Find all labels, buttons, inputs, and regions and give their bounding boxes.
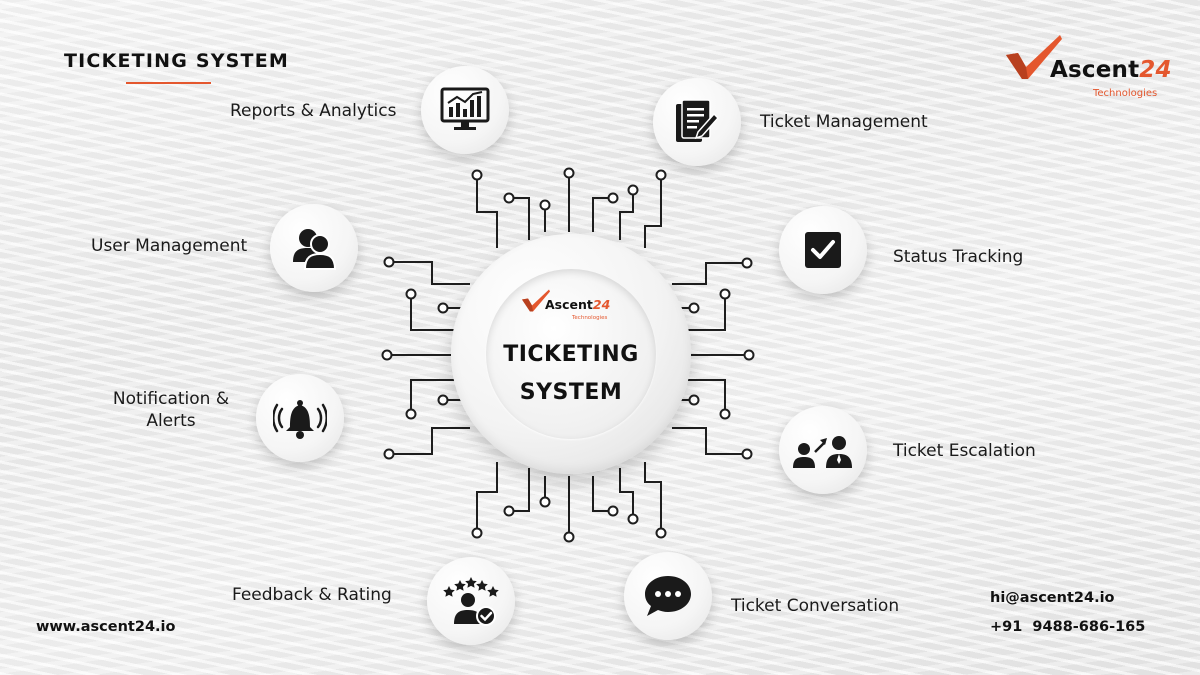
brand-subtitle: Technologies (1093, 88, 1158, 99)
hub-logo-subtitle: Technologies (572, 315, 608, 321)
notification-label-line1: Notification & (112, 389, 230, 409)
escalation-icon (793, 436, 852, 468)
document-pen-icon (676, 99, 720, 142)
hub-logo-name-number: 24 (592, 297, 611, 312)
ticket-conversation-node (624, 552, 712, 640)
ticket-management-node (653, 78, 741, 166)
chat-bubble-icon (645, 576, 691, 616)
user-management-node (270, 204, 358, 292)
brand-name-number: 24 (1139, 57, 1172, 83)
reports-analytics-label: Reports & Analytics (230, 101, 397, 121)
hub-title: TICKETING SYSTEM (486, 336, 656, 412)
notification-label-line2: Alerts (146, 411, 196, 431)
analytics-monitor-icon (440, 87, 490, 130)
hub-logo-name: Ascent24 (545, 297, 610, 312)
brand-name-text: Ascent (1050, 57, 1140, 83)
brand-logo: Ascent24 Technologies (1004, 33, 1172, 103)
brand-name: Ascent24 (1050, 57, 1172, 83)
notification-alerts-node (256, 374, 344, 462)
notification-alerts-label: Notification & Alerts (104, 388, 238, 432)
bell-icon (273, 400, 327, 439)
hub-inner-disc (486, 269, 656, 439)
rating-user-icon (443, 577, 499, 626)
feedback-rating-node (427, 557, 515, 645)
website-link[interactable]: www.ascent24.io (36, 619, 176, 635)
hub-check-icon (522, 289, 550, 312)
user-management-label: User Management (91, 236, 248, 256)
page-title: TICKETING SYSTEM (64, 50, 289, 72)
hub-title-line1: TICKETING (503, 342, 639, 367)
hub-title-line2: SYSTEM (519, 380, 623, 405)
hub-logo: Ascent24 Technologies (521, 288, 621, 328)
ticket-management-label: Ticket Management (760, 112, 928, 132)
users-icon (293, 229, 337, 270)
ticket-conversation-label: Ticket Conversation (731, 596, 900, 616)
email-link[interactable]: hi@ascent24.io (990, 590, 1115, 606)
feedback-rating-label: Feedback & Rating (232, 585, 392, 605)
brand-check-icon (1006, 35, 1062, 79)
title-underline (126, 82, 211, 84)
checkbox-icon (805, 232, 841, 268)
ticket-escalation-label: Ticket Escalation (893, 441, 1036, 461)
hub-logo-name-text: Ascent (545, 297, 593, 312)
phone-number[interactable]: +91 9488-686-165 (990, 619, 1146, 635)
status-tracking-label: Status Tracking (893, 247, 1024, 267)
ticket-escalation-node (779, 406, 867, 494)
status-tracking-node (779, 206, 867, 294)
reports-analytics-node (421, 66, 509, 154)
